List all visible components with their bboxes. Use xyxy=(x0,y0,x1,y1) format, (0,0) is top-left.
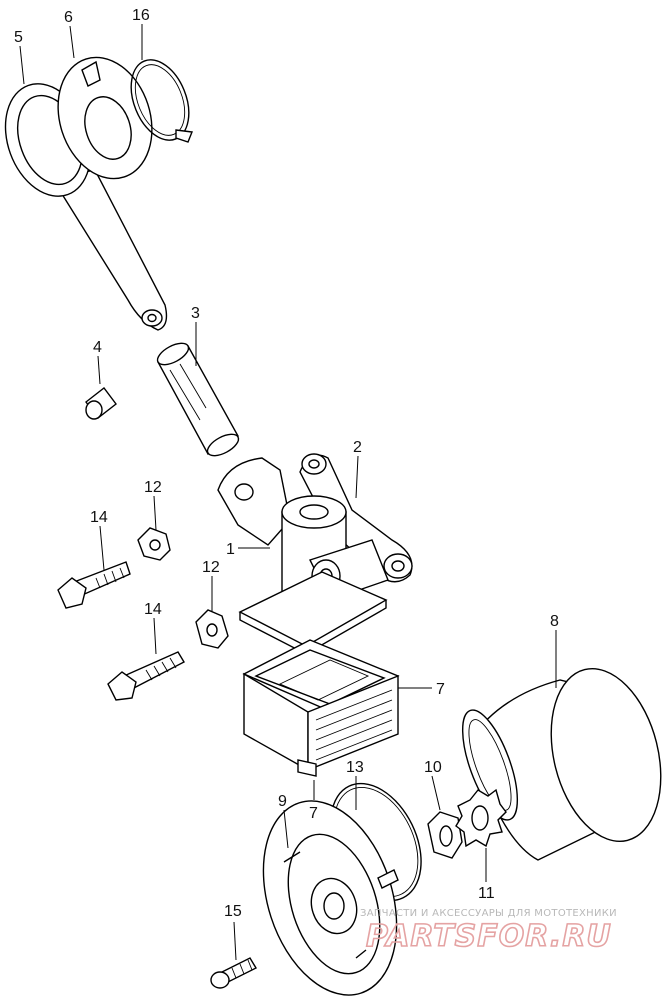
part-12-lower-lockwasher xyxy=(195,609,229,649)
callout-1: 1 xyxy=(226,541,235,558)
part-7-housing xyxy=(242,639,400,777)
part-9-disc xyxy=(262,800,399,996)
callout-13: 13 xyxy=(346,759,364,776)
callout-11: 11 xyxy=(478,885,495,902)
watermark-logo: PARTSFOR.RU xyxy=(366,919,612,954)
part-14-lower-bolt xyxy=(107,651,185,701)
callout-3: 3 xyxy=(191,305,200,322)
part-11-star-washer xyxy=(455,788,507,848)
part-16-circlip xyxy=(130,59,193,143)
callout-labels: 5 6 16 3 4 2 1 12 12 14 14 7 7 8 10 11 1… xyxy=(14,7,559,920)
watermark: ЗАПЧАСТИ И АКСЕССУАРЫ ДЛЯ МОТОТЕХНИКИ PA… xyxy=(360,908,617,955)
callout-16: 16 xyxy=(132,7,150,24)
part-10-nut xyxy=(427,811,463,859)
callout-5: 5 xyxy=(14,29,23,46)
callout-9: 9 xyxy=(278,793,287,810)
callout-2: 2 xyxy=(353,439,362,456)
leader-lines xyxy=(19,24,557,961)
part-15-screw xyxy=(210,957,257,989)
part-6-plate xyxy=(57,56,153,180)
callout-10: 10 xyxy=(424,759,442,776)
callout-12-lower: 12 xyxy=(202,559,220,576)
watermark-tagline: ЗАПЧАСТИ И АКСЕССУАРЫ ДЛЯ МОТОТЕХНИКИ xyxy=(360,908,617,919)
part-14-upper-bolt xyxy=(57,561,131,609)
callout-14-lower: 14 xyxy=(144,601,162,618)
part-3-sleeve xyxy=(156,342,240,457)
callout-4: 4 xyxy=(93,339,102,356)
callout-7-right: 7 xyxy=(436,681,445,698)
part-12-upper-lockwasher xyxy=(137,527,171,561)
part-2-lever xyxy=(299,453,413,583)
callout-8: 8 xyxy=(550,613,559,630)
callout-7-bottom: 7 xyxy=(309,805,318,822)
callout-15: 15 xyxy=(224,903,242,920)
callout-14-upper: 14 xyxy=(90,509,108,526)
callout-6: 6 xyxy=(64,9,73,26)
part-1-body xyxy=(217,457,389,655)
part-4-dowel-pin xyxy=(85,387,117,420)
callout-12-upper: 12 xyxy=(144,479,162,496)
